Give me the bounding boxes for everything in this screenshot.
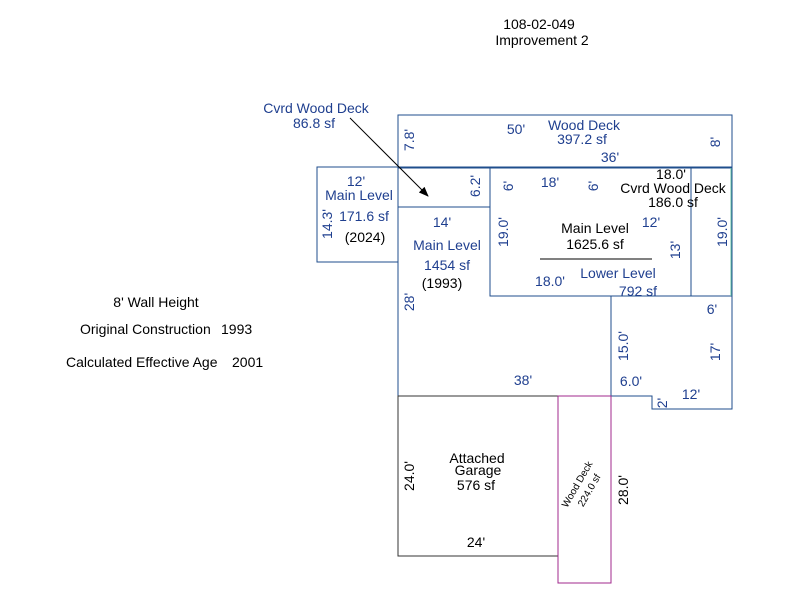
- garage-area: 576 sf: [457, 477, 495, 493]
- cvrd-deck-small-area: 86.8 sf: [293, 115, 335, 131]
- dim-17: 17': [707, 343, 723, 361]
- dim-12-bottom: 12': [682, 386, 700, 402]
- original-construction-year: 1993: [221, 321, 252, 337]
- effective-age-label: Calculated Effective Age: [66, 354, 218, 370]
- dim-12-top: 12': [347, 173, 365, 189]
- main-2024-year: (2024): [345, 229, 385, 245]
- cvrd-deck-right-name: Cvrd Wood Deck: [620, 180, 727, 196]
- dim-14: 14': [433, 214, 451, 230]
- building-outlines: [316, 114, 733, 410]
- dim-2: 2': [654, 398, 670, 408]
- main-1993-area: 1454 sf: [424, 257, 470, 273]
- wood-deck-top-outline: [397, 114, 733, 169]
- cvrd-deck-right-area: 186.0 sf: [648, 194, 698, 210]
- dim-18-0-mid: 18.0': [535, 273, 565, 289]
- dim-28-0: 28.0': [615, 475, 631, 505]
- dim-19-0-left: 19.0': [495, 217, 511, 247]
- dim-12-mid: 12': [642, 214, 660, 230]
- parcel-number: 108-02-049: [503, 16, 575, 32]
- dim-50: 50': [507, 121, 525, 137]
- wood-deck-side-outline: [557, 395, 612, 584]
- main-upper-name: Main Level: [561, 220, 629, 236]
- dim-19-0-right: 19.0': [714, 217, 730, 247]
- dim-6-right: 6': [707, 301, 717, 317]
- dim-18: 18': [541, 174, 559, 190]
- dim-38: 38': [514, 372, 532, 388]
- wood-deck-top-name: Wood Deck: [548, 117, 621, 133]
- main-upper-area: 1625.6 sf: [566, 236, 624, 252]
- dim-14-3: 14.3': [319, 209, 335, 239]
- dim-24-0: 24.0': [401, 461, 417, 491]
- lower-level-outline: [490, 166, 733, 410]
- callout-arrow: [349, 117, 429, 197]
- dim-6a: 6': [500, 181, 516, 191]
- dim-18-0-top: 18.0': [656, 166, 686, 182]
- garage-name-1: Attached: [449, 450, 504, 466]
- dim-24: 24': [467, 534, 485, 550]
- effective-age-year: 2001: [232, 354, 263, 370]
- dim-7-8: 7.8': [401, 129, 417, 151]
- wall-height: 8' Wall Height: [113, 294, 199, 310]
- cvrd-deck-small-name: Cvrd Wood Deck: [263, 100, 370, 116]
- main-2024-name: Main Level: [325, 187, 393, 203]
- dim-6-2: 6.2': [467, 175, 483, 197]
- improvement-label: Improvement 2: [495, 32, 589, 48]
- dim-36: 36': [601, 149, 619, 165]
- dim-6b: 6': [585, 181, 601, 191]
- wood-deck-top-area: 397.2 sf: [557, 131, 607, 147]
- lower-level-name: Lower Level: [580, 265, 656, 281]
- main-2024-area: 171.6 sf: [339, 208, 389, 224]
- main-1993-name: Main Level: [413, 237, 481, 253]
- dim-13: 13': [667, 241, 683, 259]
- dim-8: 8': [707, 137, 723, 147]
- main-1993-year: (1993): [422, 275, 462, 291]
- original-construction-label: Original Construction: [80, 321, 211, 337]
- dim-15-0: 15.0': [615, 331, 631, 361]
- main-level-1993-outline: [397, 167, 612, 397]
- lower-level-area: 792 sf: [619, 283, 657, 299]
- garage-name-2: Garage: [455, 462, 502, 478]
- dim-28: 28': [401, 293, 417, 311]
- dim-6-0: 6.0': [620, 373, 642, 389]
